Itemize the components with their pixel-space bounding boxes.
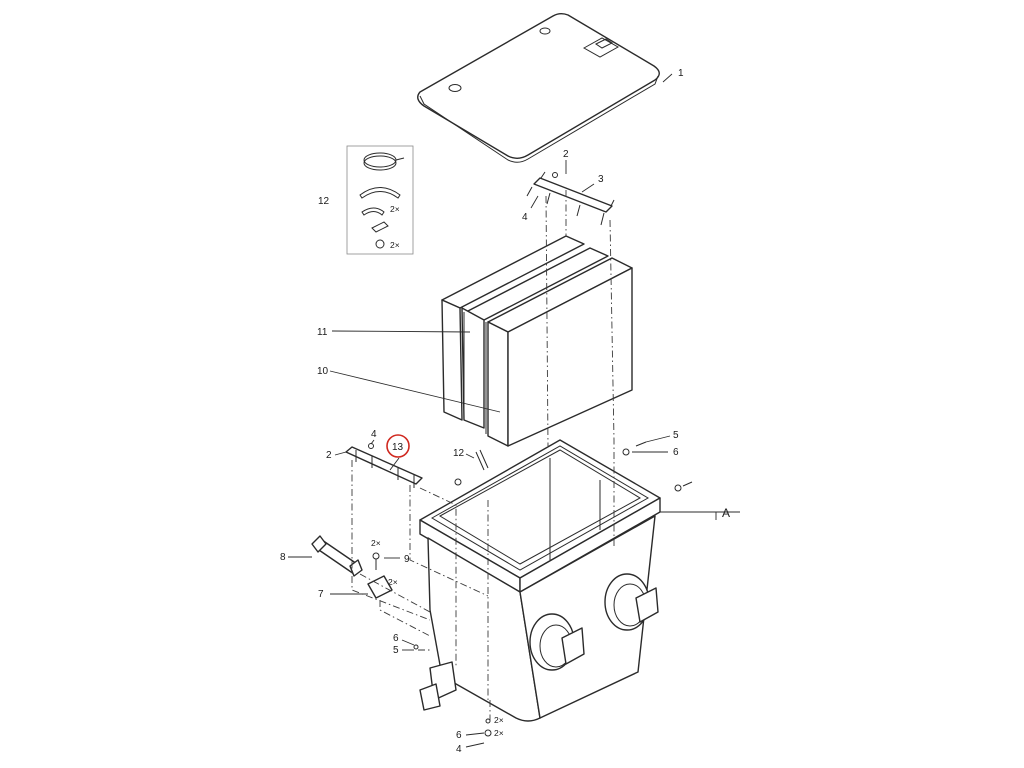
assembly-lines [351,190,615,722]
filter-housing [419,439,661,722]
callout-6-bottom: 6 [456,730,462,741]
callout-8: 8 [280,552,286,563]
callout-6-right: 6 [673,447,679,458]
kit-box: 2× 2× [346,145,414,255]
callout-A: A [722,506,730,520]
clamp-bar-left [345,443,423,488]
lid [417,13,660,163]
callout-5-right: 5 [673,430,679,441]
callout-4-left: 4 [371,429,377,440]
callout-2-left: 2 [326,450,332,461]
fasteners [413,441,693,737]
filter-foam-stack [441,235,633,447]
inlet-tube [311,535,363,577]
callout-2x-6: 2× [494,715,504,725]
callout-4-bottom: 4 [456,744,462,755]
callout-labels: 1 2 3 4 12 11 10 4 13 2 12 5 6 A 8 2× 9 … [280,68,730,755]
leader-lines [288,73,740,748]
callout-12-kit: 12 [318,196,330,207]
callout-13: 13 [392,442,404,453]
callout-10: 10 [317,366,329,377]
callout-2-top: 2 [563,149,569,160]
callout-2x-9: 2× [371,538,381,548]
callout-6-left: 6 [393,633,399,644]
callout-2x-7: 2× [388,577,398,587]
callout-3: 3 [598,174,604,185]
kit-qty-screw: 2× [390,240,400,250]
callout-11: 11 [317,327,328,338]
callout-1: 1 [678,68,684,79]
callout-4-top: 4 [522,212,528,223]
callout-2x-4: 2× [494,728,504,738]
bracket [367,552,393,599]
callout-9: 9 [404,554,410,565]
clamp-bar-top [526,171,615,226]
highlight-circle [386,434,410,458]
kit-qty-clip: 2× [390,204,400,214]
callout-7: 7 [318,589,324,600]
callout-12-mid: 12 [453,448,465,459]
callout-5-left: 5 [393,645,399,656]
